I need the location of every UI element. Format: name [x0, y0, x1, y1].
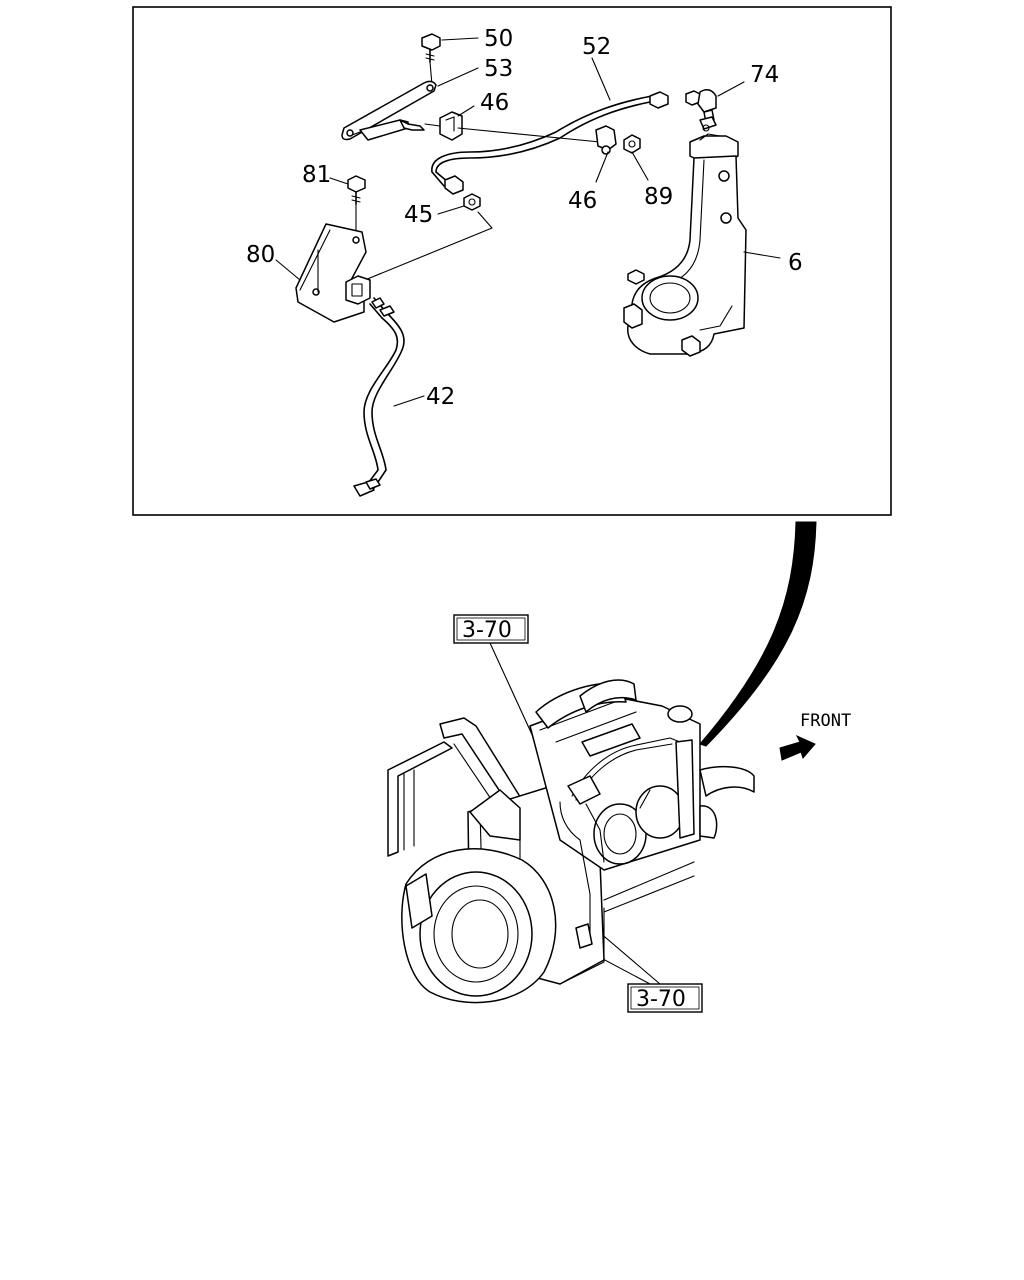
callout-81: 81	[302, 162, 331, 188]
callout-46-upper: 46	[480, 90, 509, 116]
leader-lines	[275, 37, 781, 407]
clip-46-lower	[595, 125, 617, 155]
reference-box-bottom: 3-70	[585, 925, 703, 1013]
callout-53: 53	[484, 56, 513, 82]
callout-42: 42	[426, 384, 455, 410]
callout-89: 89	[644, 184, 673, 210]
callout-45: 45	[404, 202, 433, 228]
reference-label-top: 3-70	[462, 618, 512, 643]
engine-overview	[387, 679, 755, 1004]
callout-6: 6	[788, 250, 803, 276]
clip-46-upper	[424, 111, 601, 143]
front-arrow-icon	[779, 734, 816, 761]
callout-80: 80	[246, 242, 275, 268]
bolt-50	[421, 33, 441, 86]
bolt-81	[347, 175, 366, 241]
callout-50: 50	[484, 26, 513, 52]
hose-42	[353, 297, 405, 497]
bracket-53	[341, 80, 437, 141]
pipe-52	[431, 91, 669, 195]
front-label: FRONT	[800, 711, 851, 731]
nut-89	[623, 134, 641, 154]
detail-frame	[132, 6, 892, 516]
detail-pointer-arrow	[699, 521, 817, 747]
elbow-fitting-74	[685, 89, 717, 130]
callout-52: 52	[582, 34, 611, 60]
reference-label-bottom: 3-70	[636, 987, 686, 1012]
bracket-80	[295, 223, 371, 323]
callout-74: 74	[750, 62, 779, 88]
turbo-oil-pipe-6	[623, 124, 747, 357]
callout-46-lower: 46	[568, 188, 597, 214]
